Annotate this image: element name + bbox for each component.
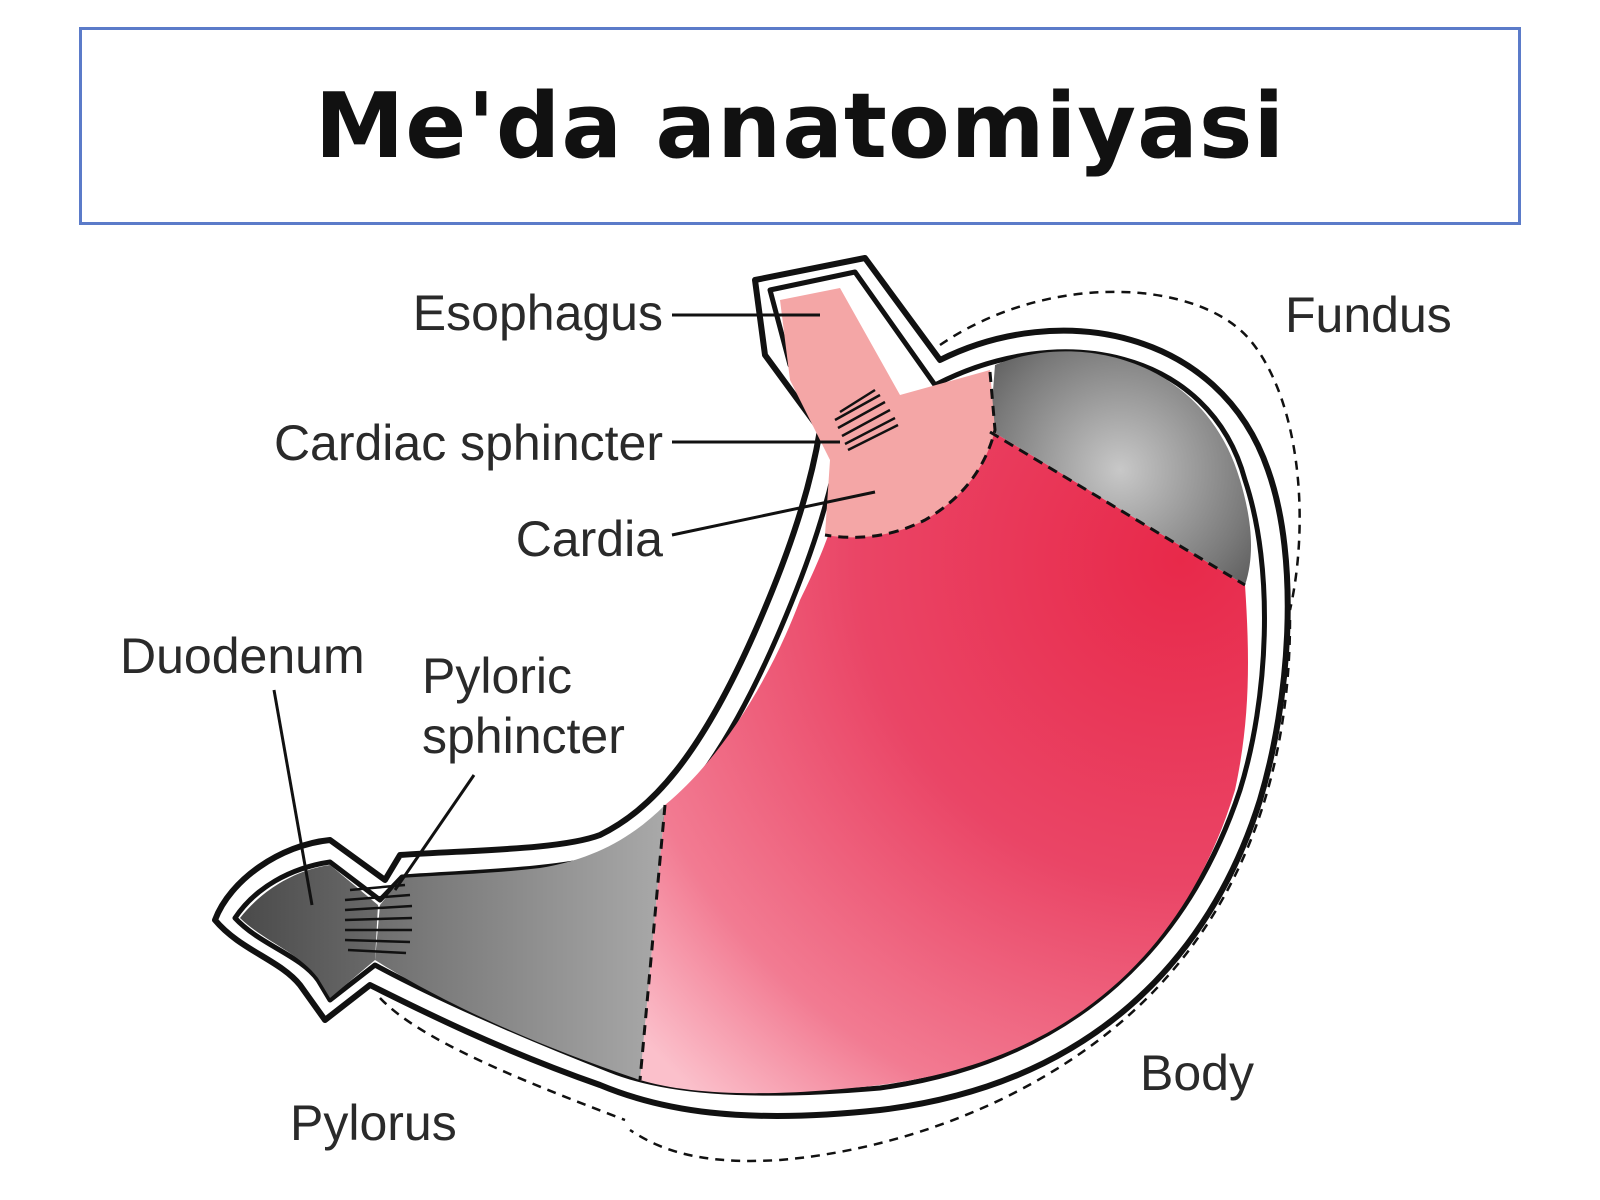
fundus-region — [990, 351, 1252, 585]
cardiac-sphincter-marks — [834, 388, 899, 452]
cardia-leader — [671, 490, 876, 537]
label-cardia: Cardia — [516, 511, 663, 567]
label-pyloric-sphincter-line1: Pyloric — [422, 648, 572, 704]
pylorus-region — [375, 805, 665, 1080]
body-region — [640, 430, 1248, 1094]
label-duodenum: Duodenum — [120, 628, 365, 684]
title-box: Me'da anatomiyasi — [79, 27, 1521, 225]
label-body: Body — [1140, 1045, 1254, 1101]
label-pylorus: Pylorus — [290, 1095, 457, 1151]
region-dividers — [638, 371, 1246, 1081]
body-bracket — [629, 619, 1292, 1163]
pyloric-sphincter-marks — [344, 883, 413, 955]
fundus-bracket — [939, 290, 1301, 611]
region-brackets — [379, 290, 1301, 1163]
page-title: Me'da anatomiyasi — [314, 73, 1286, 179]
label-fundus: Fundus — [1285, 287, 1452, 343]
duodenum-region — [240, 865, 378, 998]
pyloric-sphincter-leader — [393, 774, 476, 891]
pylorus-bracket — [379, 997, 626, 1122]
label-pyloric-sphincter-line2: sphincter — [422, 708, 625, 764]
label-esophagus: Esophagus — [413, 285, 663, 341]
label-cardiac-sphincter: Cardiac sphincter — [274, 415, 663, 471]
leader-lines — [272, 313, 876, 906]
duodenum-leader — [272, 689, 314, 906]
